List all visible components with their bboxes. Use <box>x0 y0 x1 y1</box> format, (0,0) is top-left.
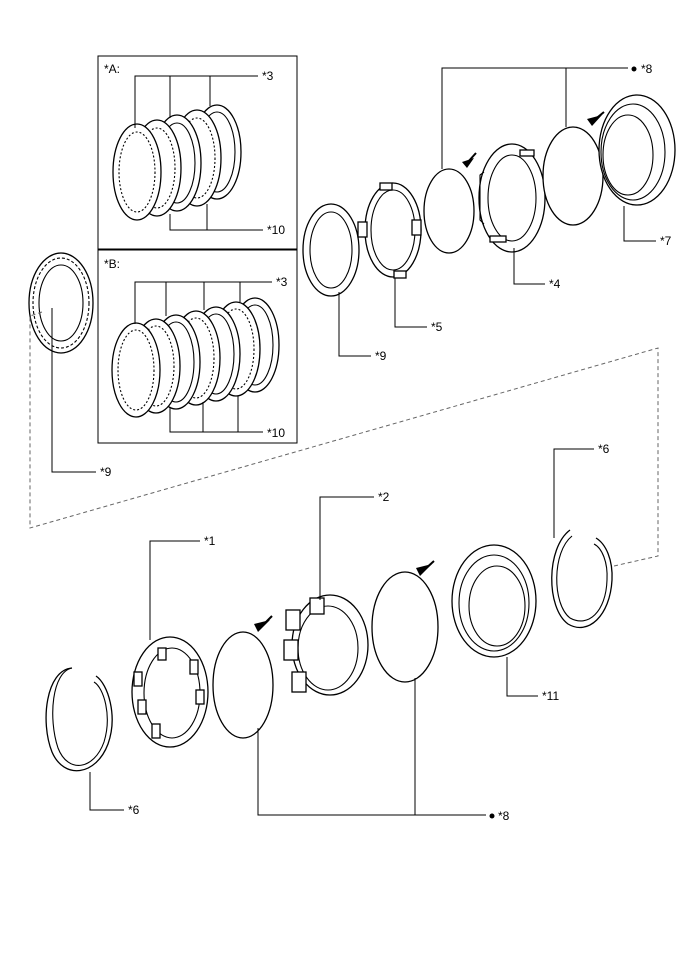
inset-b-label: *B: <box>104 257 120 271</box>
spring-retainer-1: *1 <box>131 534 216 748</box>
apply-fluid-arrow-icon <box>416 560 435 576</box>
inset-a-frame <box>97 55 298 250</box>
label-10-a: *10 <box>267 223 285 237</box>
inset-b-frame <box>97 249 298 444</box>
o-ring-8-b <box>542 126 604 226</box>
clutch-disc-9-mid: *9 <box>302 203 387 363</box>
label-10-b: *10 <box>267 426 285 440</box>
cylinder-11: *11 <box>451 544 559 703</box>
inset-a: *A: *3 *10 <box>97 55 298 250</box>
label-1: *1 <box>204 534 216 548</box>
spring <box>357 221 368 238</box>
label-3-a: *3 <box>262 69 274 83</box>
inset-b-clutch-pack <box>111 297 280 418</box>
inset-a-label: *A: <box>104 62 120 76</box>
apply-fluid-arrow-icon <box>587 111 605 126</box>
label-9-mid: *9 <box>375 349 387 363</box>
apply-fluid-arrow-icon <box>462 152 477 168</box>
spring <box>393 270 407 279</box>
label-7: *7 <box>660 234 672 248</box>
label-4: *4 <box>549 277 561 291</box>
label-8-top: *8 <box>641 62 653 76</box>
cylinder-7: *7 <box>598 94 676 248</box>
label-2: *2 <box>378 490 390 504</box>
bullet-dot-icon <box>631 66 637 72</box>
clutch-plate <box>112 123 162 221</box>
bullet-dot-icon <box>489 813 495 819</box>
clutch-disc-9-left: *9 <box>28 252 112 479</box>
assembly-guide-line <box>29 311 659 567</box>
spring-retainer-5: *5 <box>357 182 443 334</box>
clutch-hub-2: *2 <box>283 490 390 696</box>
o-ring-8-c <box>212 631 274 739</box>
label-6-top: *6 <box>598 442 610 456</box>
snap-ring-6-left: *6 <box>45 667 140 817</box>
label-8-bottom: *8 <box>498 809 510 823</box>
o-ring-8-a <box>423 168 475 254</box>
spring <box>379 182 393 191</box>
label-5: *5 <box>431 320 443 334</box>
o-ring-8-d <box>371 571 439 683</box>
spring <box>411 219 422 236</box>
label-9-left: *9 <box>100 465 112 479</box>
piston-4: *4 <box>478 143 561 291</box>
label-11: *11 <box>542 689 559 703</box>
snap-ring-6-right: *6 <box>551 442 613 629</box>
apply-fluid-arrow-icon <box>254 615 273 632</box>
inset-a-clutch-pack <box>112 104 242 221</box>
label-3-b: *3 <box>276 275 288 289</box>
inset-b: *B: *3 *10 <box>97 249 298 444</box>
label-6-bottom: *6 <box>128 803 140 817</box>
